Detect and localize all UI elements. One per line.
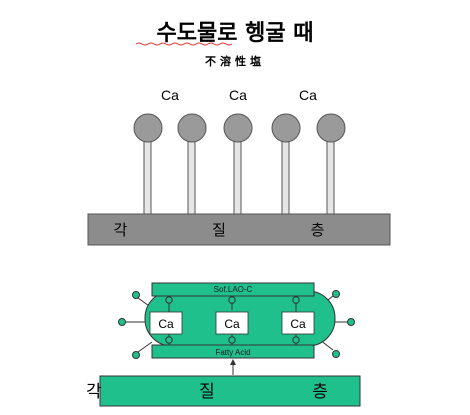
surfactant-molecule-4 [271,113,301,216]
peg-right-lower [332,350,340,358]
peg-right-middle [347,318,355,326]
layer-label-top: 각 질 층 [114,221,365,239]
bottom-band [151,344,315,359]
layer-label-bottom: 각 질 층 [86,382,374,402]
surfactant-molecule-2 [177,113,207,216]
spellcheck-underline [135,42,233,46]
surfactant-molecule-1 [133,113,163,216]
ca-box-2 [215,311,249,335]
top-diagram: Ca Ca Ca 각 질 층 [87,87,391,246]
ca-label-2: Ca [229,87,247,103]
surfactant-molecule-5 [316,113,346,216]
peg-right-upper [332,290,340,298]
ca-label-1: Ca [161,87,179,103]
peg-left-middle [118,318,126,326]
top-band-label: Sof.LAO-C [214,285,253,294]
ca-box-label-1: Ca [158,317,174,331]
ca-box-3 [281,311,315,335]
stratum-corneum-layer-bottom [99,375,361,407]
ca-label-3: Ca [299,87,317,103]
peg-left-lower [132,351,140,359]
diagram-subtitle: 不溶性塩 [205,54,265,68]
ca-box-label-2: Ca [224,317,240,331]
stratum-corneum-layer-top [87,213,391,246]
peg-left-upper [132,291,140,299]
diagram-title: 수도물로 헹굴 때 [157,21,314,46]
bottom-diagram: Sof.LAO-C Fatty Acid Ca Ca Ca [86,282,374,407]
top-band [151,282,315,297]
ca-box-label-3: Ca [290,317,306,331]
ca-box-1 [149,311,183,335]
adsorption-arrowhead [230,359,236,365]
surfactant-molecule-3 [223,113,253,216]
bottom-band-label: Fatty Acid [215,348,250,357]
